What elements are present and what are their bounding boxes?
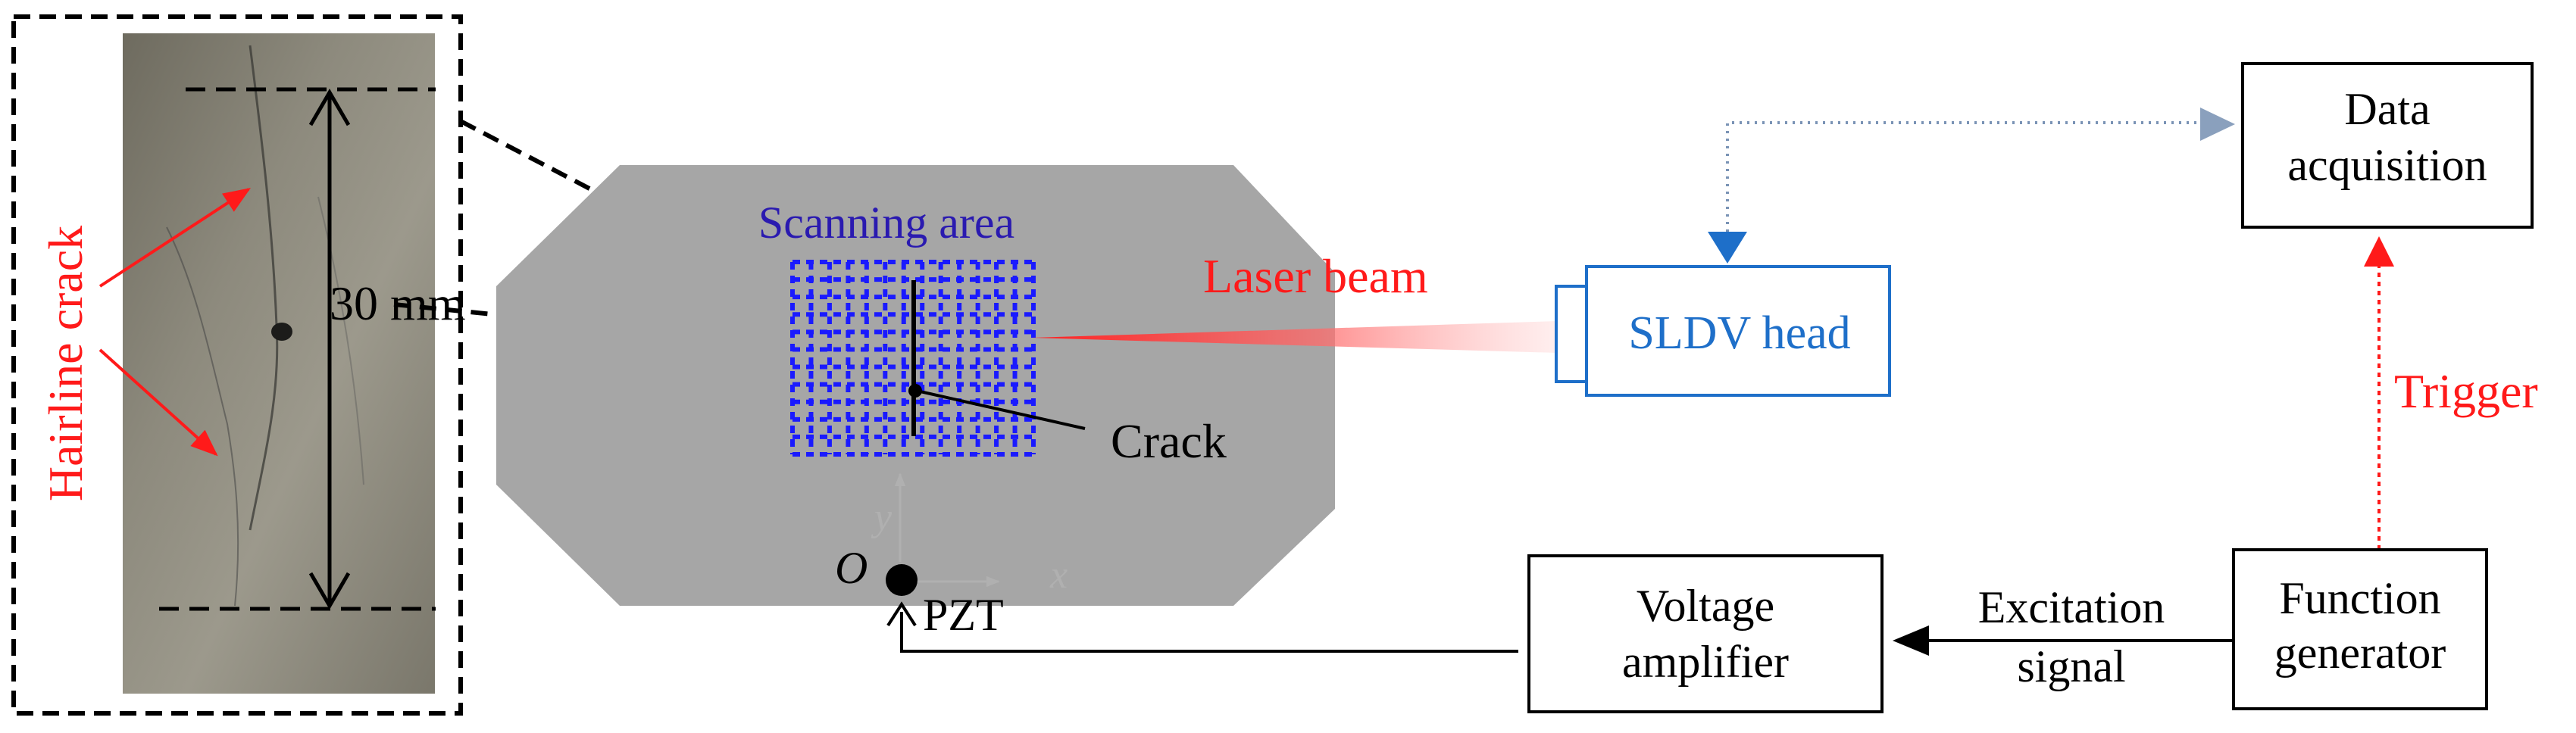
sldv-lens — [1555, 285, 1588, 383]
voltage-amplifier-line1: Voltage — [1637, 581, 1774, 631]
sldv-head: SLDV head — [1555, 265, 1891, 397]
hairline-crack-trace — [249, 45, 279, 531]
sldv-daq-link — [1708, 108, 2235, 264]
sldv-body — [1585, 265, 1891, 397]
pzt-arrow-up-icon — [886, 601, 917, 627]
trigger-link: Trigger — [2364, 236, 2538, 550]
hairline-crack-label: Hairline crack — [39, 226, 92, 501]
laser-beam — [1032, 321, 1558, 353]
daq-label-line2: acquisition — [2287, 140, 2487, 190]
axis-x-label: x — [1049, 554, 1068, 597]
daq-frame — [2241, 62, 2534, 229]
amplifier-pzt-link — [886, 601, 1518, 653]
sldv-label: SLDV head — [1628, 307, 1850, 359]
laser-beam-label: Laser beam — [1203, 249, 1428, 303]
crack-center-dot — [908, 384, 922, 398]
trigger-arrow-up-icon — [2364, 236, 2394, 267]
function-generator-box: Function generator — [2232, 548, 2488, 710]
excitation-label-line1: Excitation — [1978, 582, 2165, 632]
scanning-grid — [790, 260, 1036, 457]
voltage-amplifier-box: Voltage amplifier — [1527, 554, 1884, 713]
function-generator-frame — [2232, 548, 2488, 710]
hairline-pointer-upper — [98, 188, 252, 288]
hairline-pointer-lower — [98, 348, 218, 457]
trigger-label: Trigger — [2394, 364, 2538, 418]
photo-hole — [271, 323, 292, 341]
dimension-arrow-top — [308, 89, 351, 126]
sldv-daq-dotted-line — [1726, 121, 2200, 239]
dimension-arrow-bottom — [308, 572, 351, 610]
link-arrow-down-icon — [1708, 232, 1747, 264]
data-acquisition-box: Data acquisition — [2241, 62, 2534, 229]
function-generator-line1: Function — [2279, 573, 2440, 623]
inset-dashed-frame — [11, 14, 463, 716]
crack-inset: 30 mm Hairline crack — [11, 14, 466, 716]
crack-photo — [123, 33, 435, 694]
link-arrow-right-icon — [2200, 108, 2235, 141]
excitation-label-line2: signal — [2017, 641, 2125, 691]
axis-y-label: y — [871, 496, 893, 539]
voltage-amplifier-line2: amplifier — [1622, 637, 1789, 687]
excitation-arrow-left-icon — [1893, 625, 1929, 656]
daq-label-line1: Data — [2344, 84, 2430, 134]
crack-label: Crack — [1111, 414, 1227, 468]
function-generator-line2: generator — [2274, 628, 2446, 678]
specimen: Scanning area Crack y x O PZT — [496, 165, 1335, 640]
amplifier-pzt-line — [900, 612, 1518, 653]
voltage-amplifier-frame — [1527, 554, 1884, 713]
pzt-label: PZT — [923, 590, 1004, 640]
scanning-area-label: Scanning area — [758, 198, 1014, 248]
hairline-crack-trace-2 — [166, 226, 239, 607]
hairline-crack-trace-3 — [317, 196, 364, 485]
pzt-marker — [886, 564, 918, 596]
crack-leader — [916, 389, 1086, 430]
excitation-link: Excitation signal — [1893, 582, 2232, 691]
origin-label: O — [835, 543, 868, 593]
